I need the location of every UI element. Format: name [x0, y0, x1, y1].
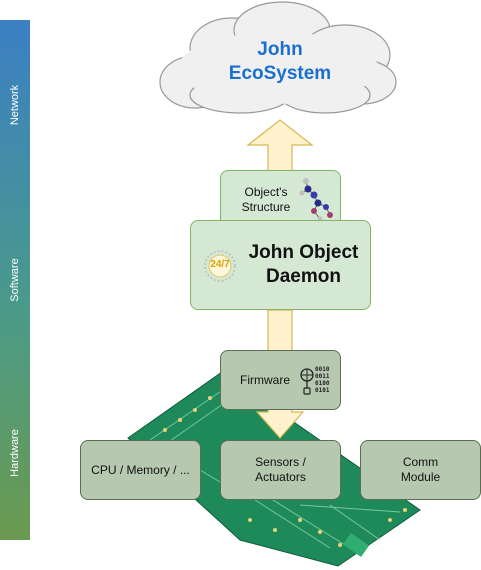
daemon-line1: John Object	[248, 242, 359, 263]
binary-row: 0100	[315, 380, 330, 387]
layer-bar	[0, 20, 30, 540]
firmware-label: Firmware	[240, 372, 290, 387]
binary-row: 0010	[315, 366, 330, 373]
comm-line2: Module	[400, 470, 441, 484]
object-structure-line1: Object's	[244, 185, 288, 199]
daemon-box: 24/7 John Object Daemon	[190, 220, 371, 310]
cloud-title-line1: John	[257, 39, 303, 60]
cloud-title-line2: EcoSystem	[228, 63, 332, 84]
object-structure-label: Object's Structure	[235, 185, 297, 215]
comm-module-box: Comm Module	[360, 440, 481, 500]
cpu-memory-box: CPU / Memory / ...	[80, 440, 201, 500]
sensors-line2: Actuators	[255, 470, 306, 484]
daemon-line2: Daemon	[266, 266, 341, 287]
binary-code-icon: 0010 0011 0100 0101	[300, 366, 334, 396]
sensors-actuators-box: Sensors / Actuators	[220, 440, 341, 500]
comm-line1: Comm	[402, 455, 439, 469]
sensors-line1: Sensors /	[255, 455, 306, 469]
molecule-icon	[299, 178, 333, 222]
binary-row: 0011	[315, 373, 330, 380]
daemon-label: John Object Daemon	[235, 241, 372, 289]
cloud-title: John EcoSystem	[200, 36, 360, 88]
firmware-box: Firmware 0010 0011 0100 0101	[220, 350, 341, 410]
binary-row: 0101	[315, 387, 330, 394]
clock-24-7-icon: 24/7	[203, 249, 237, 283]
cpu-memory-label: CPU / Memory / ...	[91, 462, 190, 477]
object-structure-line2: Structure	[241, 200, 291, 214]
clock-badge-text: 24/7	[210, 259, 230, 270]
binary-digits: 0010 0011 0100 0101	[315, 366, 329, 394]
